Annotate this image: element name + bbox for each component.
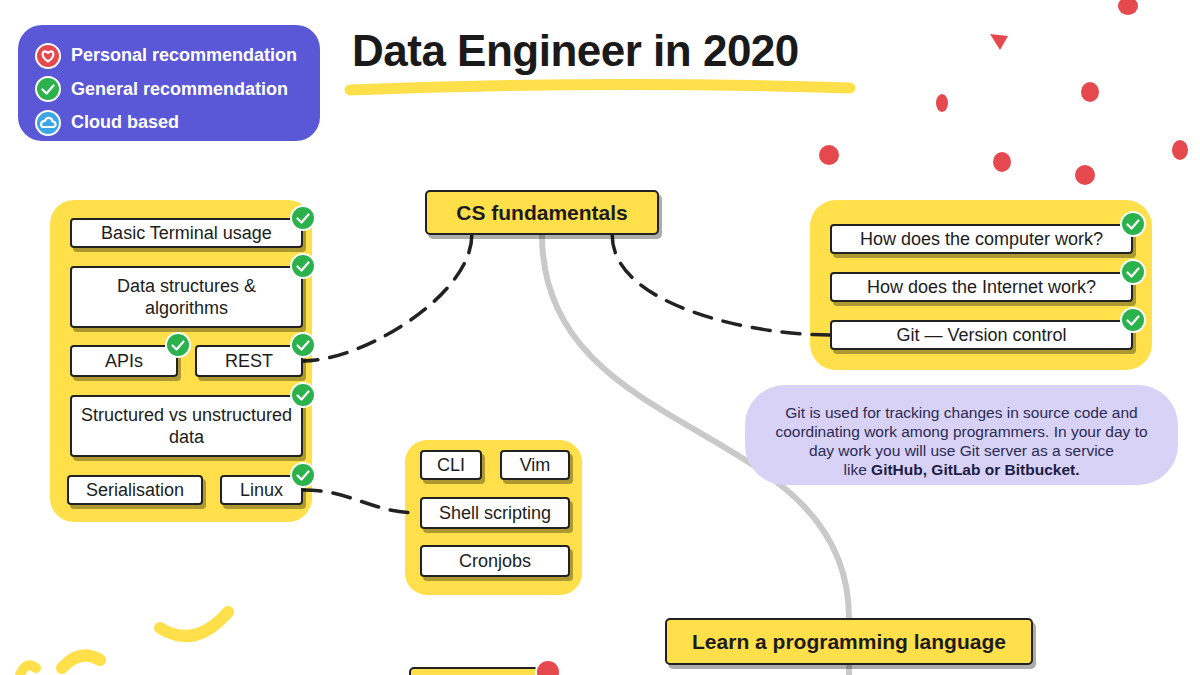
confetti-dot bbox=[990, 34, 1008, 50]
skill-box: Git — Version control bbox=[830, 320, 1133, 350]
skill-box: CLI bbox=[420, 450, 482, 480]
check-icon bbox=[36, 77, 60, 101]
node-text: Git — Version control bbox=[896, 324, 1066, 346]
heart-icon bbox=[536, 660, 560, 675]
squiggle bbox=[62, 656, 100, 669]
skill-box: How does the Internet work? bbox=[830, 272, 1133, 302]
topic-box: CS fundamentals bbox=[425, 190, 659, 235]
group-blob bbox=[405, 440, 582, 595]
icon-glyph bbox=[43, 51, 54, 61]
node-text: Cronjobs bbox=[459, 550, 531, 572]
dashed-connector bbox=[303, 490, 420, 513]
title-underline bbox=[350, 84, 850, 90]
node-text: Shell scripting bbox=[439, 502, 551, 524]
node-text: How does the Internet work? bbox=[867, 276, 1096, 298]
icon-disc bbox=[36, 44, 60, 68]
node-text: REST bbox=[225, 350, 273, 372]
cut-off-box bbox=[410, 668, 538, 675]
skill-box: Vim bbox=[500, 450, 570, 480]
legend-box: Personal recommendationGeneral recommend… bbox=[18, 25, 320, 141]
icon-disc bbox=[36, 111, 60, 135]
confetti-dot bbox=[819, 145, 839, 165]
legend-row: General recommendation bbox=[34, 73, 320, 107]
legend-row: Personal recommendation bbox=[34, 39, 320, 73]
legend-icon bbox=[34, 75, 62, 103]
node-text: Linux bbox=[240, 479, 283, 501]
skill-box: APIs bbox=[70, 345, 178, 377]
confetti-dot bbox=[1075, 165, 1095, 185]
icon-glyph bbox=[41, 118, 55, 127]
skill-box: Cronjobs bbox=[420, 545, 570, 577]
legend-text: Personal recommendation bbox=[71, 45, 297, 66]
confetti-dot bbox=[1118, 0, 1138, 15]
skill-box: Data structures & algorithms bbox=[70, 266, 303, 328]
skill-box: Linux bbox=[220, 475, 303, 505]
node-text: CS fundamentals bbox=[456, 201, 628, 225]
legend-text: General recommendation bbox=[71, 79, 288, 100]
node-text: Structured vs unstructured data bbox=[78, 404, 295, 448]
confetti-dot bbox=[1172, 140, 1188, 160]
legend-icon bbox=[34, 42, 62, 70]
node-text: CLI bbox=[437, 454, 465, 476]
confetti-dot bbox=[936, 94, 948, 112]
legend-icon bbox=[34, 109, 62, 137]
note-bubble: Git is used for tracking changes in sour… bbox=[745, 385, 1178, 485]
node-text: Basic Terminal usage bbox=[101, 222, 272, 244]
skill-box: Shell scripting bbox=[420, 497, 570, 529]
icon-glyph bbox=[43, 86, 54, 94]
path-continuation bbox=[846, 665, 852, 675]
dashed-connector bbox=[612, 235, 830, 335]
diagram-title: Data Engineer in 2020 bbox=[352, 26, 799, 76]
cloud-icon bbox=[36, 111, 60, 135]
skill-box: Structured vs unstructured data bbox=[70, 395, 303, 457]
icon-disc bbox=[36, 77, 60, 101]
skill-box: REST bbox=[195, 345, 303, 377]
skill-box: Serialisation bbox=[67, 475, 203, 505]
node-text: How does the computer work? bbox=[860, 228, 1103, 250]
node-text: Data structures & algorithms bbox=[78, 275, 295, 319]
skill-box: How does the computer work? bbox=[830, 224, 1133, 254]
dashed-connector bbox=[303, 235, 472, 361]
legend-row: Cloud based bbox=[34, 106, 320, 140]
squiggle bbox=[160, 612, 228, 636]
confetti-dots bbox=[819, 0, 1188, 185]
node-text: Vim bbox=[520, 454, 551, 476]
node-text: Serialisation bbox=[86, 479, 184, 501]
node-text: Learn a programming language bbox=[692, 630, 1006, 654]
node-text-bold: GitHub, GitLab or Bitbucket. bbox=[871, 461, 1079, 478]
confetti-dot bbox=[993, 152, 1011, 172]
heart-icon bbox=[36, 44, 60, 68]
group-blob bbox=[50, 200, 312, 522]
topic-box: Learn a programming language bbox=[665, 618, 1033, 665]
legend-text: Cloud based bbox=[71, 112, 179, 133]
node-text: APIs bbox=[105, 350, 143, 372]
squiggle bbox=[20, 665, 36, 675]
group-blob bbox=[810, 200, 1152, 370]
skill-box: Basic Terminal usage bbox=[70, 218, 303, 248]
confetti-dot bbox=[1081, 82, 1099, 102]
